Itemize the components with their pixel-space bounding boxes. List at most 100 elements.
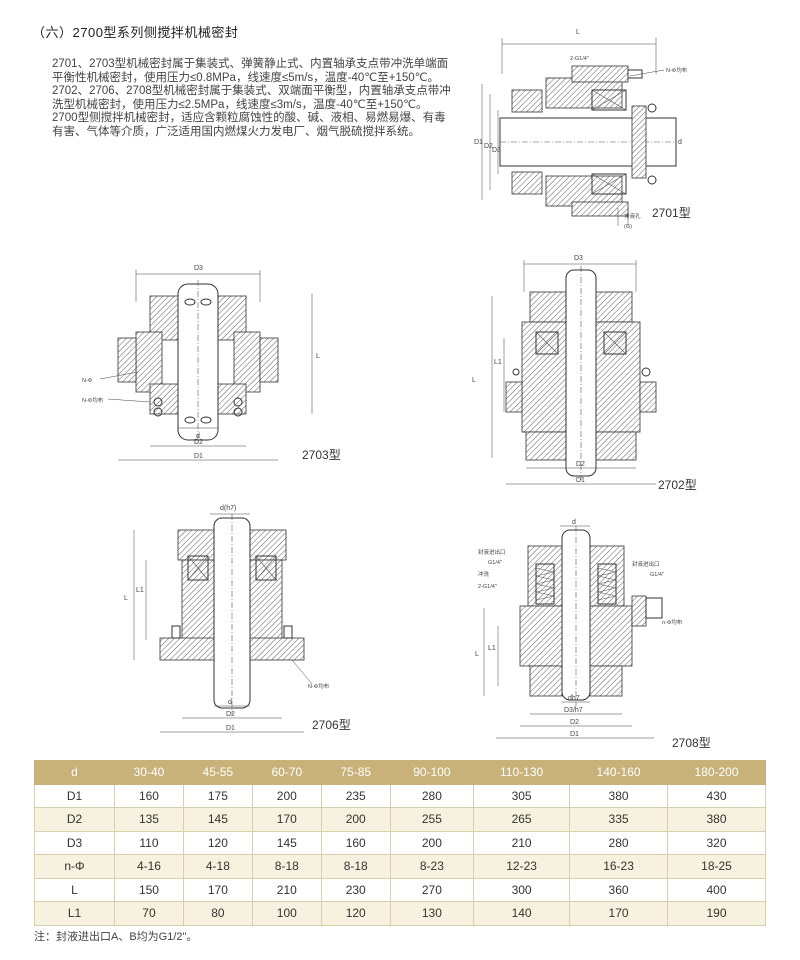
dim-L-2708: L	[475, 651, 479, 658]
table-cell: 120	[320, 901, 391, 926]
spec-table: d 30-40 45-55 60-70 75-85 90-100 110-130…	[34, 760, 766, 926]
port-b-label-2708: G1/4"	[488, 560, 502, 566]
table-cell: 80	[182, 901, 253, 926]
table-cell: 160	[114, 783, 184, 808]
figure-2701: L 2-G1/4" N-Φ均布 D1 D2 D3 d 排液孔 (G)	[460, 14, 700, 234]
dim-D1-2702: D1	[576, 477, 585, 484]
dim-D1-2703: D1	[194, 453, 203, 460]
table-cell: 270	[389, 877, 475, 902]
table-row: n-Φ 4-16 4-18 8-18 8-18 8-23 12-23 16-23…	[34, 854, 766, 879]
table-cell: D2	[34, 807, 115, 832]
n-phi-even-label-2703: N-Φ均布	[82, 396, 104, 404]
table-cell: 170	[251, 807, 322, 832]
table-cell: 160	[320, 830, 391, 855]
table-cell: 145	[251, 830, 322, 855]
table-cell: 320	[667, 830, 766, 855]
n-phi-label-2703: N-Φ	[82, 378, 93, 384]
intro-paragraph-2702: 2702、2706、2708型机械密封属于集装式、双端面平衡型，内置轴承支点带冲…	[52, 85, 451, 111]
port-c-label-2708: 2-G1/4"	[478, 584, 497, 590]
dim-D2-2706: D2	[226, 711, 235, 718]
table-cell: 280	[569, 830, 669, 855]
table-cell: 8-18	[251, 854, 322, 879]
table-cell: 110	[114, 830, 184, 855]
table-cell: 200	[251, 783, 322, 808]
n-phi-label-2701: N-Φ均布	[666, 66, 688, 74]
model-label-2702: 2702型	[658, 478, 697, 492]
table-cell: 135	[114, 807, 184, 832]
dim-D1-2701: D1	[474, 139, 483, 146]
figure-2706: d(h7) L L1 d D2 D1 N-Φ均布	[120, 500, 350, 740]
intro-text: 2701、2703型机械密封属于集装式、弹簧静止式、内置轴承支点带冲洗单端面平衡…	[52, 58, 452, 139]
dim-d-2703: d	[196, 433, 200, 440]
dim-D1-2706: D1	[226, 725, 235, 732]
table-row: D2 135 145 170 200 255 265 335 380	[34, 807, 766, 832]
dim-d-2701: d	[678, 139, 682, 146]
dim-D2-2702: D2	[576, 461, 585, 468]
table-cell: 190	[667, 901, 766, 926]
table-header-cell: 45-55	[182, 760, 253, 785]
table-cell: 400	[667, 877, 766, 902]
table-cell: 100	[251, 901, 322, 926]
table-cell: 170	[569, 901, 669, 926]
port-d-label-2708: 冲洗	[478, 570, 490, 578]
table-cell: 4-16	[114, 854, 184, 879]
table-cell: 70	[114, 901, 184, 926]
dim-D1-2708: D1	[570, 731, 579, 738]
table-header-cell: 60-70	[251, 760, 322, 785]
table-header-cell: d	[34, 760, 115, 785]
dim-D3-2702: D3	[574, 255, 583, 262]
table-header-cell: 30-40	[114, 760, 184, 785]
table-cell: 12-23	[473, 854, 571, 879]
dim-D3h7-2708: D3/h7	[564, 707, 583, 714]
table-row: D3 110 120 145 160 200 210 280 320	[34, 830, 766, 855]
n-phi-label-2706: N-Φ均布	[308, 682, 330, 690]
table-cell: 16-23	[569, 854, 669, 879]
port-a-label-2708: 封液进出口	[478, 548, 506, 556]
table-cell: n-Φ	[34, 854, 115, 879]
port-f-label-2708: G1/4"	[650, 572, 664, 578]
table-row: L 150 170 210 230 270 300 360 400	[34, 877, 766, 902]
dim-d-2706: d	[228, 699, 232, 706]
table-cell: 380	[667, 807, 766, 832]
dim-L1-2706: L1	[136, 587, 144, 594]
table-cell: 8-18	[320, 854, 391, 879]
dim-D3-2703: D3	[194, 265, 203, 272]
table-cell: 150	[114, 877, 184, 902]
figure-2702: D3 d L L1 D2 D1	[466, 252, 706, 492]
table-cell: 130	[389, 901, 475, 926]
dim-D2-2708: D2	[570, 719, 579, 726]
dim-D3-2701: D3	[492, 147, 501, 154]
table-cell: L1	[34, 901, 115, 926]
table-cell: D1	[34, 783, 115, 808]
table-cell: 210	[473, 830, 571, 855]
dim-D2-2703: D2	[194, 439, 203, 446]
port-label-2701: 2-G1/4"	[570, 56, 589, 62]
table-cell: 140	[473, 901, 571, 926]
table-cell: 8-23	[389, 854, 475, 879]
model-label-2701: 2701型	[652, 206, 691, 220]
table-header-row: d 30-40 45-55 60-70 75-85 90-100 110-130…	[34, 760, 766, 785]
table-cell: 210	[251, 877, 322, 902]
table-header-cell: 180-200	[667, 760, 766, 785]
dim-L1-2702: L1	[494, 359, 502, 366]
dim-D2-2701: D2	[484, 143, 493, 150]
table-header-cell: 90-100	[389, 760, 475, 785]
footnote: 注：封液进出口A、B均为G1/2"。	[34, 931, 198, 943]
outlet-label-2701: 排液孔	[624, 212, 641, 220]
table-cell: 4-18	[182, 854, 253, 879]
table-cell: 280	[389, 783, 475, 808]
table-cell: 360	[569, 877, 669, 902]
model-label-2703: 2703型	[302, 448, 341, 462]
dim-dh7-2708: dh7	[568, 695, 580, 702]
table-cell: 170	[182, 877, 253, 902]
table-cell: 200	[320, 807, 391, 832]
table-cell: 305	[473, 783, 571, 808]
section-title: （六）2700型系列侧搅拌机械密封	[32, 25, 239, 40]
dim-d-top-2708: d	[572, 519, 576, 526]
intro-paragraph-2701: 2701、2703型机械密封属于集装式、弹簧静止式、内置轴承支点带冲洗单端面平衡…	[52, 58, 449, 84]
intro-paragraph-2700: 2700型侧搅拌机械密封，适应含颗粒腐蚀性的酸、碱、液相、易燃易爆、有毒有害、气…	[52, 112, 446, 138]
table-header-cell: 140-160	[569, 760, 669, 785]
table-cell: 200	[389, 830, 475, 855]
table-header-cell: 110-130	[473, 760, 571, 785]
dim-L1-2708: L1	[488, 645, 496, 652]
